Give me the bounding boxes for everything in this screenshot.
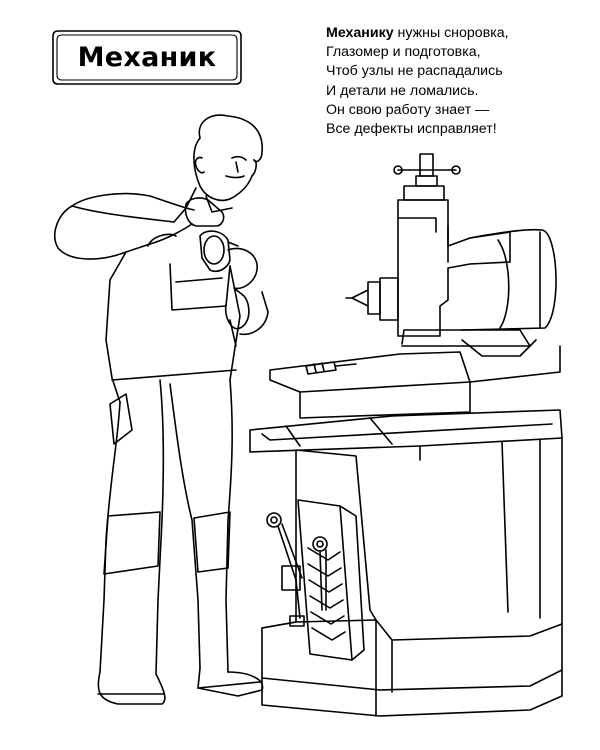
poem-line: Глазомер и подготовка, [326, 44, 481, 61]
screwdriver [305, 361, 357, 375]
poem-line: Все дефекты исправляет! [326, 121, 497, 138]
poem-line: И детали не ломались. [326, 82, 479, 99]
title-frame [52, 30, 242, 85]
poem-line: Механику нужны сноровка, [326, 24, 596, 43]
vise-handle [393, 153, 461, 201]
title-plaque: Механик [52, 30, 242, 85]
mechanic [54, 114, 269, 705]
machine-levers [266, 512, 328, 627]
poem-line: Чтоб узлы не распадались [326, 63, 503, 80]
poem-first-word: Механику [326, 25, 394, 41]
poem: Механику нужны сноровка, Глазомер и подг… [326, 24, 596, 139]
chevron-pattern [307, 547, 346, 641]
poem-first-line-rest: нужны сноровка, [393, 25, 509, 41]
poem-line: Он свою работу знает — [326, 101, 490, 118]
page-title: Механик [77, 42, 217, 73]
milling-machine [249, 153, 563, 717]
